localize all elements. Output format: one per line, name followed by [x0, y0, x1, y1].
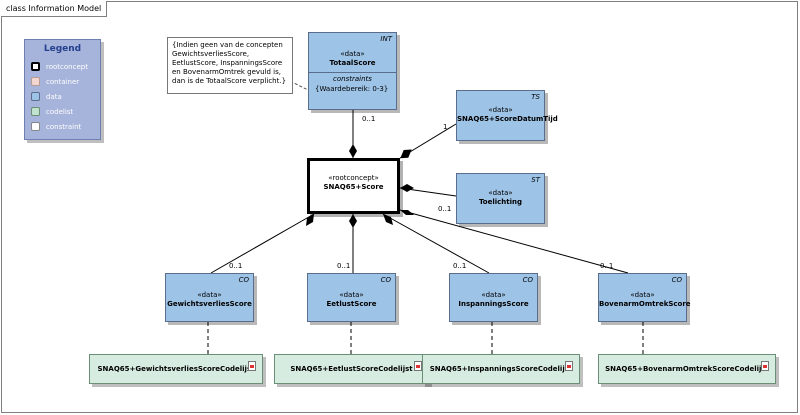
class-stereotype: «data» — [630, 291, 655, 299]
datatype-tag: CO — [380, 276, 391, 284]
legend: Legend rootconcept container data codelist c… — [24, 39, 101, 140]
codelist-eetlust[interactable]: SNAQ65+EetlustScoreCodelijst — [274, 354, 429, 384]
multiplicity-gewicht: 0..1 — [229, 262, 243, 270]
datatype-tag: TS — [531, 93, 540, 101]
class-name: BovenarmOmtrekScore — [599, 300, 691, 308]
diamond-datum — [400, 149, 412, 159]
constraint-value: {Waardebereik: 0-3} — [315, 85, 389, 93]
class-name: SNAQ65+ScoreDatumTijd — [457, 115, 558, 123]
datatype-tag: ST — [531, 176, 540, 184]
datatype-tag: CO — [522, 276, 533, 284]
multiplicity-toelichting: 0..1 — [438, 205, 452, 213]
class-bovenarmomtrekscore[interactable]: CO «data» BovenarmOmtrekScore — [598, 273, 691, 322]
diamond-eetlust — [349, 214, 357, 228]
multiplicity-datum: 1 — [443, 123, 448, 131]
multiplicity-totaal: 0..1 — [362, 115, 376, 123]
class-scoredatumtijd[interactable]: TS «data» SNAQ65+ScoreDatumTijd — [456, 90, 558, 141]
legend-label: container — [46, 78, 80, 86]
diamond-gewicht — [306, 214, 314, 226]
class-stereotype: «data» — [481, 291, 506, 299]
class-stereotype: «data» — [488, 106, 513, 114]
legend-swatch — [31, 77, 40, 86]
class-stereotype: «data» — [488, 189, 513, 197]
codelist-gewichtsverlies[interactable]: SNAQ65+GewichtsverliesScoreCodelijst — [89, 354, 263, 384]
class-eetlustscore[interactable]: CO «data» EetlustScore — [307, 273, 396, 322]
diamond-inspanning — [383, 214, 393, 225]
class-name: InspanningsScore — [458, 300, 529, 308]
legend-title: Legend — [43, 44, 82, 54]
codelist-name: SNAQ65+EetlustScoreCodelijst — [290, 365, 413, 373]
class-name: Toelichting — [478, 198, 523, 206]
diagram-title: class Information Model — [1, 1, 107, 17]
diamond-totaal — [349, 144, 357, 158]
legend-swatch — [31, 62, 40, 71]
class-toelichting[interactable]: ST «data» Toelichting — [456, 173, 545, 224]
class-stereotype: «data» — [197, 291, 222, 299]
edge-inspanning — [382, 213, 490, 274]
constraint-note-text: {Indien geen van de concepten Gewichtsve… — [172, 41, 287, 85]
class-inspanningsscore[interactable]: CO «data» InspanningsScore — [449, 273, 538, 322]
datatype-tag: CO — [238, 276, 249, 284]
diamond-toelichting — [400, 184, 414, 192]
class-gewichtsverliesscore[interactable]: CO «data» GewichtsverliesScore — [165, 273, 254, 322]
legend-label: rootconcept — [46, 63, 88, 71]
edge-bovenarm — [399, 209, 629, 274]
document-icon — [761, 361, 769, 371]
class-stereotype: «data» — [340, 50, 365, 58]
multiplicity-bovenarm: 0..1 — [600, 262, 614, 270]
datatype-tag: INT — [380, 35, 392, 43]
legend-label: codelist — [46, 108, 74, 116]
legend-swatch — [31, 92, 40, 101]
legend-swatch — [31, 107, 40, 116]
edge-gewicht — [210, 213, 315, 274]
class-name: GewichtsverliesScore — [167, 300, 252, 308]
codelist-bovenarmomtrek[interactable]: SNAQ65+BovenarmOmtrekScoreCodelijst — [598, 354, 776, 384]
codelist-name: SNAQ65+InspanningsScoreCodelijst — [429, 365, 573, 373]
constraints-heading: constraints — [333, 75, 372, 83]
constraint-note: {Indien geen van de concepten Gewichtsve… — [167, 37, 293, 94]
codelist-inspanning[interactable]: SNAQ65+InspanningsScoreCodelijst — [422, 354, 580, 384]
multiplicity-inspanning: 0..1 — [453, 262, 467, 270]
rootconcept-snaq65-score[interactable]: «rootconcept» SNAQ65+Score — [307, 158, 400, 214]
legend-label: data — [46, 93, 62, 101]
class-name: TotaalScore — [329, 59, 376, 67]
document-icon — [565, 361, 573, 371]
root-name: SNAQ65+Score — [323, 183, 384, 191]
datatype-tag: CO — [671, 276, 682, 284]
multiplicity-eetlust: 0..1 — [337, 262, 351, 270]
class-stereotype: «data» — [339, 291, 364, 299]
document-icon — [414, 361, 422, 371]
document-icon — [248, 361, 256, 371]
root-stereotype: «rootconcept» — [328, 174, 379, 182]
legend-label: constraint — [46, 123, 82, 131]
codelist-name: SNAQ65+BovenarmOmtrekScoreCodelijst — [605, 365, 769, 373]
legend-swatch — [31, 122, 40, 131]
class-totaalscore[interactable]: INT «data» TotaalScore constraints {Waar… — [308, 32, 397, 110]
class-name: EetlustScore — [326, 300, 377, 308]
diamond-bovenarm — [400, 210, 414, 215]
codelist-name: SNAQ65+GewichtsverliesScoreCodelijst — [97, 365, 255, 373]
